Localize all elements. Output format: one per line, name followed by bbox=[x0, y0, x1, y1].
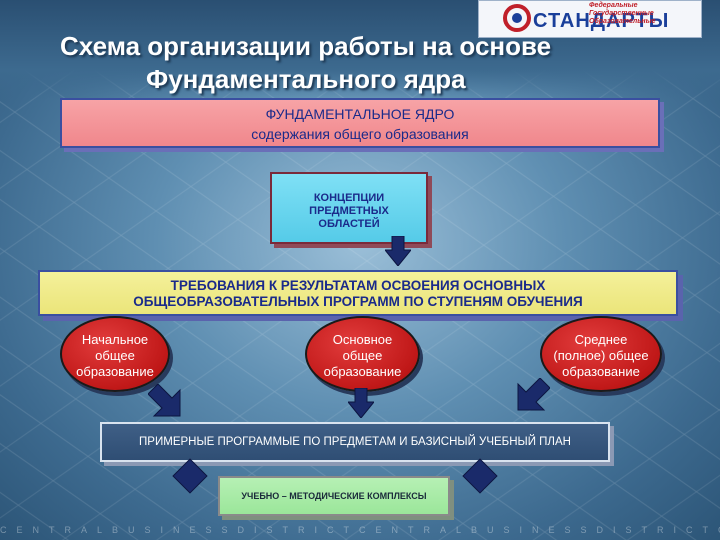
requirements-line2: ОБЩЕОБРАЗОВАТЕЛЬНЫХ ПРОГРАММ ПО СТУПЕНЯМ… bbox=[133, 294, 583, 309]
basic-line1: Основное bbox=[332, 332, 393, 347]
arrow-down-icon bbox=[385, 236, 411, 266]
slide-title: Схема организации работы на основе Фунда… bbox=[60, 30, 600, 96]
umk-label: УЧЕБНО – МЕТОДИЧЕСКИЕ КОМПЛЕКСЫ bbox=[241, 491, 427, 501]
core-box-subtitle: содержания общего образования bbox=[251, 126, 469, 142]
programs-label: ПРИМЕРНЫЕ ПРОГРАММЫЕ ПО ПРЕДМЕТАМ И БАЗИ… bbox=[139, 436, 571, 448]
logo-small-text: Федеральные Государственные Образователь… bbox=[589, 2, 656, 25]
concepts-line2: ПРЕДМЕТНЫХ bbox=[309, 205, 389, 217]
slide-title-line1: Схема организации работы на основе bbox=[60, 31, 552, 61]
primary-line2: общее bbox=[95, 348, 135, 363]
logo-emblem-icon bbox=[503, 4, 531, 32]
secondary-line3: образование bbox=[562, 364, 640, 379]
slide-title-line2: Фундаментального ядра bbox=[146, 64, 466, 94]
arrow-down-center-icon bbox=[348, 388, 374, 418]
arrow-down-left-icon bbox=[148, 384, 181, 417]
basic-line3: образование bbox=[323, 364, 402, 379]
oval-basic-education: Основное общее образование bbox=[305, 316, 420, 392]
concepts-line1: КОНЦЕПЦИИ bbox=[313, 192, 385, 204]
core-box-title: ФУНДАМЕНТАЛЬНОЕ ЯДРО bbox=[265, 106, 455, 122]
oval-secondary-education: Среднее (полное) общее образование bbox=[540, 316, 662, 392]
primary-line1: Начальное bbox=[81, 332, 149, 347]
umk-box: УЧЕБНО – МЕТОДИЧЕСКИЕ КОМПЛЕКСЫ bbox=[218, 476, 450, 516]
basic-line2: общее bbox=[342, 348, 383, 363]
standards-logo: СТАНДАРТЫ Федеральные Государственные Об… bbox=[478, 0, 702, 38]
arrow-umk-right-icon bbox=[462, 458, 498, 494]
logo-brand-text: СТАНДАРТЫ bbox=[533, 10, 670, 32]
concepts-box: КОНЦЕПЦИИ ПРЕДМЕТНЫХ ОБЛАСТЕЙ bbox=[270, 172, 428, 244]
concepts-line3: ОБЛАСТЕЙ bbox=[318, 218, 380, 230]
core-box: ФУНДАМЕНТАЛЬНОЕ ЯДРО содержания общего о… bbox=[60, 98, 660, 148]
requirements-box: ТРЕБОВАНИЯ К РЕЗУЛЬТАТАМ ОСВОЕНИЯ ОСНОВН… bbox=[38, 270, 678, 316]
requirements-line1: ТРЕБОВАНИЯ К РЕЗУЛЬТАТАМ ОСВОЕНИЯ ОСНОВН… bbox=[170, 278, 546, 293]
oval-primary-education: Начальное общее образование bbox=[60, 316, 170, 392]
programs-box: ПРИМЕРНЫЕ ПРОГРАММЫЕ ПО ПРЕДМЕТАМ И БАЗИ… bbox=[100, 422, 610, 462]
primary-line3: образование bbox=[76, 364, 154, 379]
secondary-line2: (полное) общее bbox=[553, 348, 649, 363]
footer-watermark: CENTRALBUSINESSDISTRICTCENTRALBUSINESSDI… bbox=[0, 525, 720, 535]
arrow-down-right-icon bbox=[517, 378, 550, 411]
secondary-line1: Среднее bbox=[574, 332, 628, 347]
arrow-umk-left-icon bbox=[172, 458, 208, 494]
